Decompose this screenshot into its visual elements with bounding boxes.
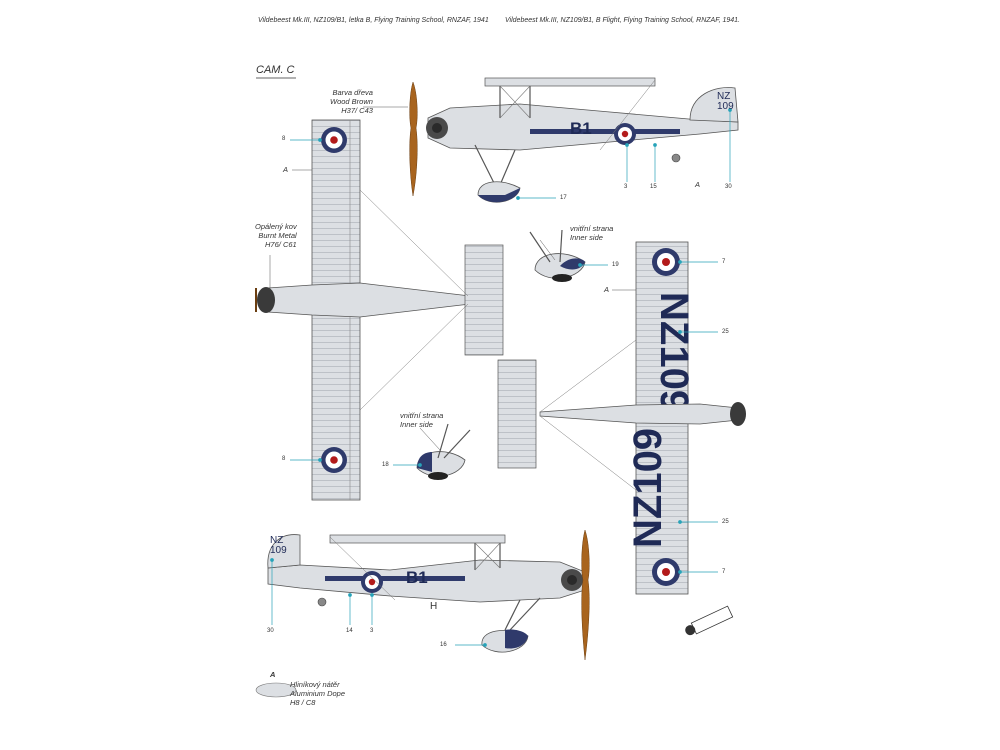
inner-bottom-en: Inner side	[400, 420, 433, 429]
tail-serial-number-b: 109	[270, 545, 287, 556]
legend-swatch-aluminium	[255, 682, 297, 698]
num-3-bottom: 3	[370, 628, 374, 634]
caption-right: Vildebeest Mk.III, NZ109/B1, B Flight, F…	[505, 17, 740, 24]
num-30-top: 30	[725, 184, 732, 190]
wood-en: Wood Brown	[330, 97, 373, 106]
metal-cz: Opálený kov	[255, 222, 297, 231]
camo-scheme-label: CAM. C	[256, 64, 295, 76]
h-letter: H	[430, 601, 438, 612]
legend-text: Hliníkový nátěr Aluminium Dope H8 / C8	[290, 680, 345, 707]
plan-view-upper	[255, 119, 504, 501]
under-wing-serial-2: NZ109	[626, 428, 670, 548]
legend-letter: A	[270, 670, 276, 679]
legend-code: H8 / C8	[290, 698, 316, 707]
propeller-top	[409, 81, 418, 197]
wood-cz: Barva dřeva	[332, 88, 373, 97]
propeller-bottom	[581, 529, 590, 661]
side-view-top	[409, 77, 739, 203]
num-30-bottom: 30	[267, 628, 274, 634]
leader-lines	[269, 106, 636, 451]
num-3: 3	[624, 184, 628, 190]
tail-serial-bottom: NZ 109	[270, 536, 287, 556]
detail-spat-inner-top	[529, 229, 586, 282]
wood-code: H37/ C43	[341, 106, 373, 115]
num-25-bottom: 25	[722, 519, 729, 525]
tail-fin-bottom	[267, 534, 301, 569]
inner-bottom-cz: vnitřní strana	[400, 411, 444, 420]
legend-en: Aluminium Dope	[290, 689, 346, 698]
detail-spat-inner-bottom	[416, 423, 471, 480]
caption-left: Vildebeest Mk.III, NZ109/B1, letka B, Fl…	[258, 17, 489, 24]
metal-en: Burnt Metal	[258, 231, 297, 240]
tailplane-plan-upper	[464, 244, 504, 356]
num-8-bottom: 8	[282, 456, 286, 462]
callout-burnt-metal: Opálený kov Burnt Metal H76/ C61	[255, 222, 297, 249]
upper-wing-side	[484, 77, 656, 87]
num-7-bottom: 7	[722, 569, 726, 575]
num-7-top: 7	[722, 259, 726, 265]
engine-plan-upper	[257, 287, 275, 313]
callout-wood-brown: Barva dřeva Wood Brown H37/ C43	[330, 88, 373, 115]
tail-serial-number: 109	[717, 101, 734, 112]
num-14: 14	[346, 628, 353, 634]
callout-inner-side-bottom: vnitřní strana Inner side	[400, 411, 443, 429]
metal-code: H76/ C61	[265, 240, 297, 249]
num-16: 16	[440, 642, 447, 648]
wunze-logo	[685, 605, 734, 636]
under-wing-serial-1: NZ109	[652, 292, 696, 412]
side-view-bottom	[267, 529, 590, 661]
num-17: 17	[560, 195, 567, 201]
inner-top-en: Inner side	[570, 233, 603, 242]
tail-fin-top	[689, 87, 739, 123]
upper-wing-side-bottom	[329, 534, 506, 544]
fuselage-top-side	[427, 103, 739, 151]
fuselage-stripe-bottom	[325, 576, 465, 581]
marker-a-2: A	[604, 285, 610, 294]
tail-serial-prefix-b: NZ	[270, 535, 284, 546]
fuselage-stripe-top	[530, 129, 680, 134]
num-8-top: 8	[282, 136, 286, 142]
tail-serial-top: NZ 109	[717, 92, 734, 112]
num-25-top: 25	[722, 329, 729, 335]
engine-plan-lower	[730, 402, 746, 426]
tail-serial-prefix: NZ	[717, 91, 731, 102]
fuselage-plan-upper	[267, 282, 491, 318]
plan-view-lower: NZ109 NZ109	[497, 241, 746, 595]
tailplane-plan-lower	[497, 359, 537, 469]
callout-inner-side-top: vnitřní strana Inner side	[570, 224, 613, 242]
num-18: 18	[382, 462, 389, 468]
num-15: 15	[650, 184, 657, 190]
marker-a-1: A	[283, 165, 289, 174]
legend-cz: Hliníkový nátěr	[290, 680, 340, 689]
fuselage-code-top: B1	[570, 119, 592, 138]
inner-top-cz: vnitřní strana	[570, 224, 614, 233]
marker-a-3: A	[695, 180, 701, 189]
fuselage-code-bottom: B1	[406, 568, 428, 587]
fuselage-plan-lower	[539, 403, 739, 425]
callout-lines	[270, 108, 732, 647]
num-19: 19	[612, 262, 619, 268]
